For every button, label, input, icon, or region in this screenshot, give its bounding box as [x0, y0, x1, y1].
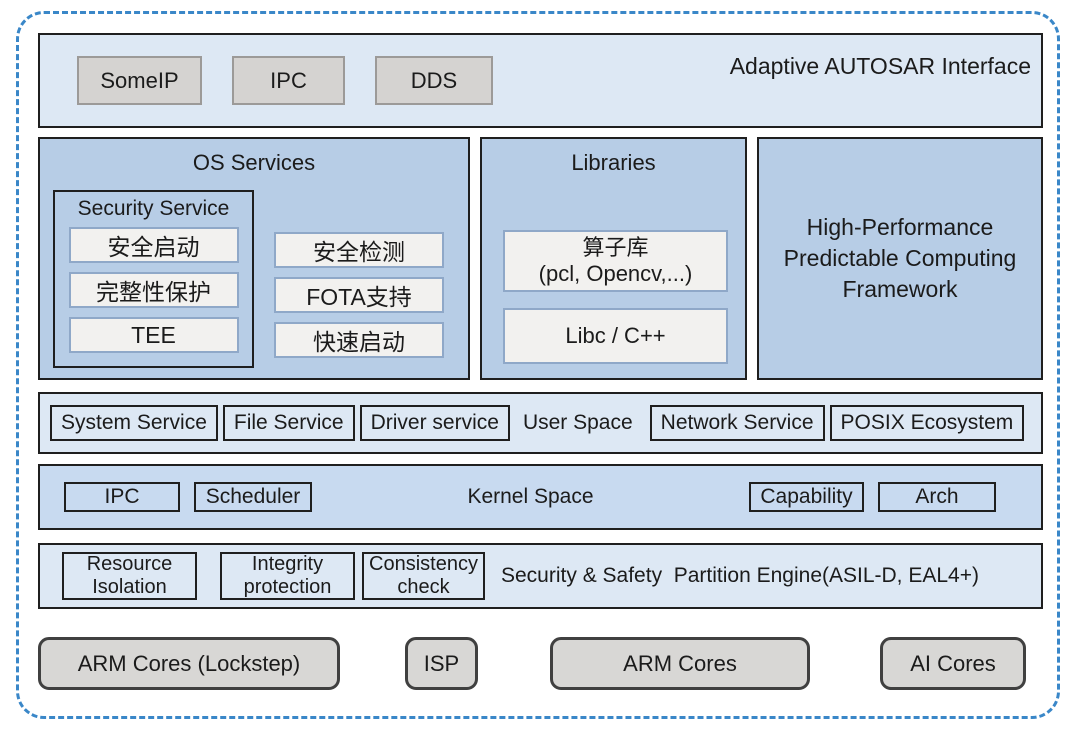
- os-services-block: OS Services Security Service 安全启动 完整性保护 …: [38, 137, 470, 380]
- adaptive-autosar-interface-bar: SomeIP IPC DDS Adaptive AUTOSAR Interfac…: [38, 33, 1043, 128]
- isp-box: ISP: [405, 637, 478, 690]
- os-services-right-column: 安全检测 FOTA支持 快速启动: [274, 232, 444, 358]
- network-service-box: Network Service: [649, 405, 825, 441]
- dds-box: DDS: [375, 56, 493, 105]
- security-service-title: Security Service: [77, 197, 230, 220]
- capability-box: Capability: [749, 482, 864, 512]
- kernel-space-label: Kernel Space: [467, 485, 594, 508]
- arm-cores-lockstep-box: ARM Cores (Lockstep): [38, 637, 340, 690]
- secure-boot-box: 安全启动: [68, 227, 239, 263]
- security-detection-box: 安全检测: [274, 232, 444, 268]
- operator-library-box: 算子库 (pcl, Opencv,...): [503, 230, 728, 292]
- hpc-framework-block: High-Performance Predictable Computing F…: [757, 137, 1043, 380]
- hpc-framework-title: High-Performance Predictable Computing F…: [783, 213, 1017, 303]
- hardware-row: ARM Cores (Lockstep) ISP ARM Cores AI Co…: [38, 637, 1043, 690]
- arch-box: Arch: [878, 482, 996, 512]
- integrity-protection-box: 完整性保护: [68, 272, 239, 308]
- integrity-protection-partition-box: Integrity protection: [220, 552, 355, 600]
- ai-cores-box: AI Cores: [880, 637, 1026, 690]
- someip-box: SomeIP: [77, 56, 202, 105]
- security-partition-label: Security & Safety Partition Engine(ASIL-…: [501, 564, 979, 587]
- security-safety-band: Resource Isolation Integrity protection …: [38, 543, 1043, 609]
- services-row: OS Services Security Service 安全启动 完整性保护 …: [38, 137, 1043, 380]
- file-service-box: File Service: [222, 405, 355, 441]
- scheduler-box: Scheduler: [194, 482, 312, 512]
- user-space-label: User Space: [522, 411, 633, 434]
- interface-bar-title: Adaptive AUTOSAR Interface: [729, 53, 1031, 79]
- libc-cpp-box: Libc / C++: [503, 308, 728, 364]
- ipc-protocol-box: IPC: [232, 56, 345, 105]
- driver-service-box: Driver service: [359, 405, 510, 441]
- posix-ecosystem-box: POSIX Ecosystem: [829, 405, 1025, 441]
- consistency-check-box: Consistency check: [362, 552, 485, 600]
- ipc-kernel-box: IPC: [64, 482, 180, 512]
- kernel-space-band: IPC Scheduler Kernel Space Capability Ar…: [38, 464, 1043, 530]
- os-services-title: OS Services: [192, 150, 316, 175]
- fast-boot-box: 快速启动: [274, 322, 444, 358]
- system-service-box: System Service: [50, 405, 218, 441]
- security-service-group: Security Service 安全启动 完整性保护 TEE: [53, 190, 254, 368]
- arm-cores-box: ARM Cores: [550, 637, 810, 690]
- libraries-block: Libraries 算子库 (pcl, Opencv,...) Libc / C…: [480, 137, 747, 380]
- resource-isolation-box: Resource Isolation: [62, 552, 197, 600]
- user-space-band: System Service File Service Driver servi…: [38, 392, 1043, 454]
- libraries-title: Libraries: [571, 150, 656, 175]
- tee-box: TEE: [68, 317, 239, 353]
- fota-support-box: FOTA支持: [274, 277, 444, 313]
